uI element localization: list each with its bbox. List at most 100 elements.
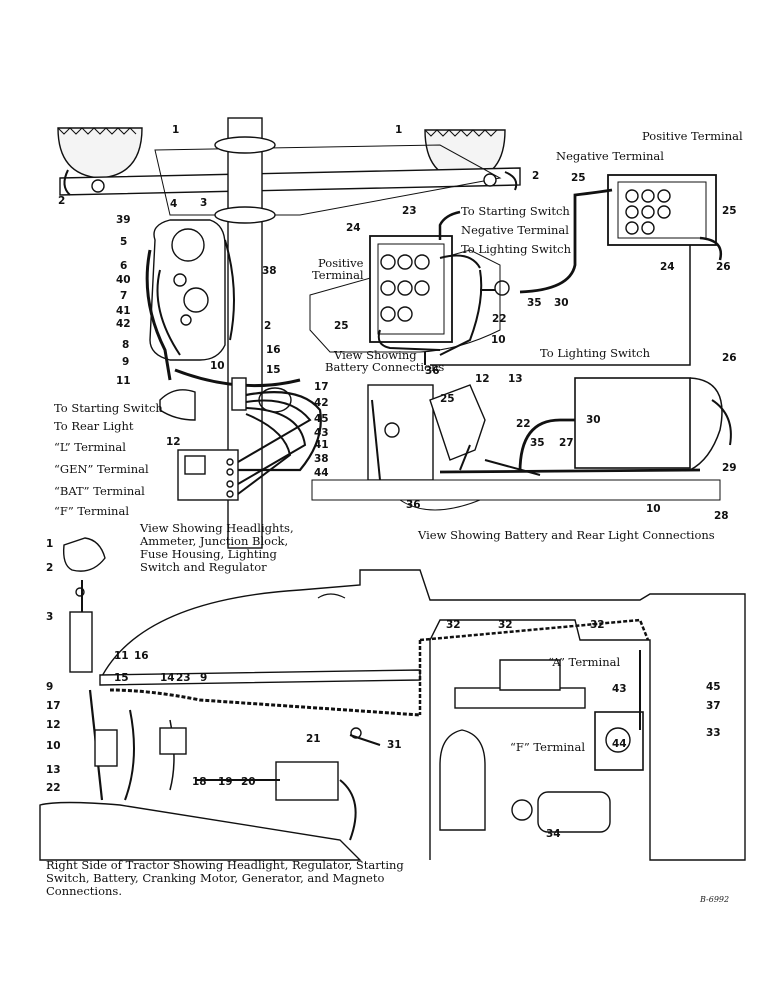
callout-number: 4 [170,198,178,210]
callout-number: 12 [46,719,61,731]
callout-number: 33 [706,727,721,739]
callout-number: 16 [266,344,281,356]
label-to-rear-light: To Rear Light [54,419,134,433]
callout-number: 38 [314,453,329,465]
callout-number: 23 [402,205,417,217]
callout-number: 15 [266,364,281,376]
callout-number: 20 [241,776,256,788]
callout-number: 2 [58,195,66,207]
label-view-battery-2: Battery Connections [325,360,445,374]
callout-number: 45 [314,413,329,425]
callout-number: 39 [116,214,131,226]
callout-number: 32 [590,619,605,631]
label-to-lighting-switch-mid: To Lighting Switch [540,346,651,360]
label-f-terminal-left: “F” Terminal [54,504,129,518]
callout-number: 8 [122,339,130,351]
side-view-drawing [39,537,746,861]
callout-number: 9 [46,681,54,693]
callout-number: 38 [262,265,277,277]
label-bat-terminal: “BAT” Terminal [54,484,145,498]
callout-number: 30 [554,297,569,309]
callout-number: 1 [172,124,180,136]
label-view-battery-1: View Showing [334,348,417,362]
callout-number: 25 [440,393,455,405]
callout-number: 25 [722,205,737,217]
label-terminal-left: Terminal [312,268,364,282]
label-to-lighting-switch-top: To Lighting Switch [461,242,572,256]
callout-number: 11 [114,650,129,662]
label-positive-terminal-top: Positive Terminal [642,129,743,143]
callout-number: 17 [314,381,329,393]
callout-number: 26 [716,261,731,273]
callout-number: 36 [406,499,421,511]
label-l-terminal: “L” Terminal [54,440,126,454]
label-negative-terminal-mid: Negative Terminal [461,223,569,237]
callout-number: 3 [46,611,54,623]
callout-number: 25 [571,172,586,184]
callout-number: 32 [498,619,513,631]
callout-number: 22 [492,313,507,325]
callout-number: 19 [218,776,233,788]
callout-number: 26 [722,352,737,364]
caption-right-side: Right Side of Tractor Showing Headlight,… [46,858,404,898]
callout-number: 36 [425,365,440,377]
label-negative-terminal-top: Negative Terminal [556,149,664,163]
callout-number: 21 [306,733,321,745]
callout-number: 28 [714,510,729,522]
callout-number: 17 [46,700,61,712]
label-to-starting-switch-left: To Starting Switch [54,401,163,415]
callout-number: 35 [530,437,545,449]
callout-number: 2 [264,320,272,332]
callout-number: 24 [346,222,361,234]
callout-number: 43 [314,427,329,439]
label-gen-terminal: “GEN” Terminal [54,462,149,476]
callout-number: 29 [722,462,737,474]
callout-number: 30 [586,414,601,426]
callout-number: 12 [166,436,181,448]
callout-number: 37 [706,700,721,712]
callout-number: 27 [559,437,574,449]
callout-number: 44 [314,467,329,479]
callout-number: 34 [546,828,561,840]
callout-number: 10 [46,740,61,752]
label-to-starting-switch-top: To Starting Switch [461,204,570,218]
callout-number: 42 [116,318,131,330]
callout-number: 23 [176,672,191,684]
rear-light-view-drawing [311,377,732,511]
callout-number: 41 [116,305,131,317]
callout-number: 44 [612,738,627,750]
front-view-drawing [57,117,521,549]
callout-number: 7 [120,290,128,302]
callout-number: 15 [114,672,129,684]
callout-number: 9 [122,356,130,368]
label-positive-left: Positive [318,256,364,270]
callout-number: 25 [334,320,349,332]
callout-number: 9 [200,672,208,684]
callout-number: 16 [134,650,149,662]
caption-headlights-view: View Showing Headlights, Ammeter, Juncti… [140,521,294,574]
callout-number: 1 [46,538,54,550]
battery-view-drawing [309,210,510,365]
callout-number: 2 [532,170,540,182]
callout-number: 10 [646,503,661,515]
left-headlight-shape [57,127,143,179]
callout-number: 6 [120,260,128,272]
callout-number: 11 [116,375,131,387]
callout-number: 35 [527,297,542,309]
callout-number: 40 [116,274,131,286]
callout-number: 24 [660,261,675,273]
callout-number: 3 [200,197,208,209]
callout-number: 5 [120,236,128,248]
label-f-terminal-bottom: “F” Terminal [510,740,585,754]
callout-number: 2 [46,562,54,574]
callout-number: 12 [475,373,490,385]
caption-rear-view: View Showing Battery and Rear Light Conn… [418,528,715,542]
callout-number: 10 [491,334,506,346]
callout-number: 22 [46,782,61,794]
callout-number: 22 [516,418,531,430]
callout-number: 13 [508,373,523,385]
callout-number: 32 [446,619,461,631]
callout-number: 43 [612,683,627,695]
